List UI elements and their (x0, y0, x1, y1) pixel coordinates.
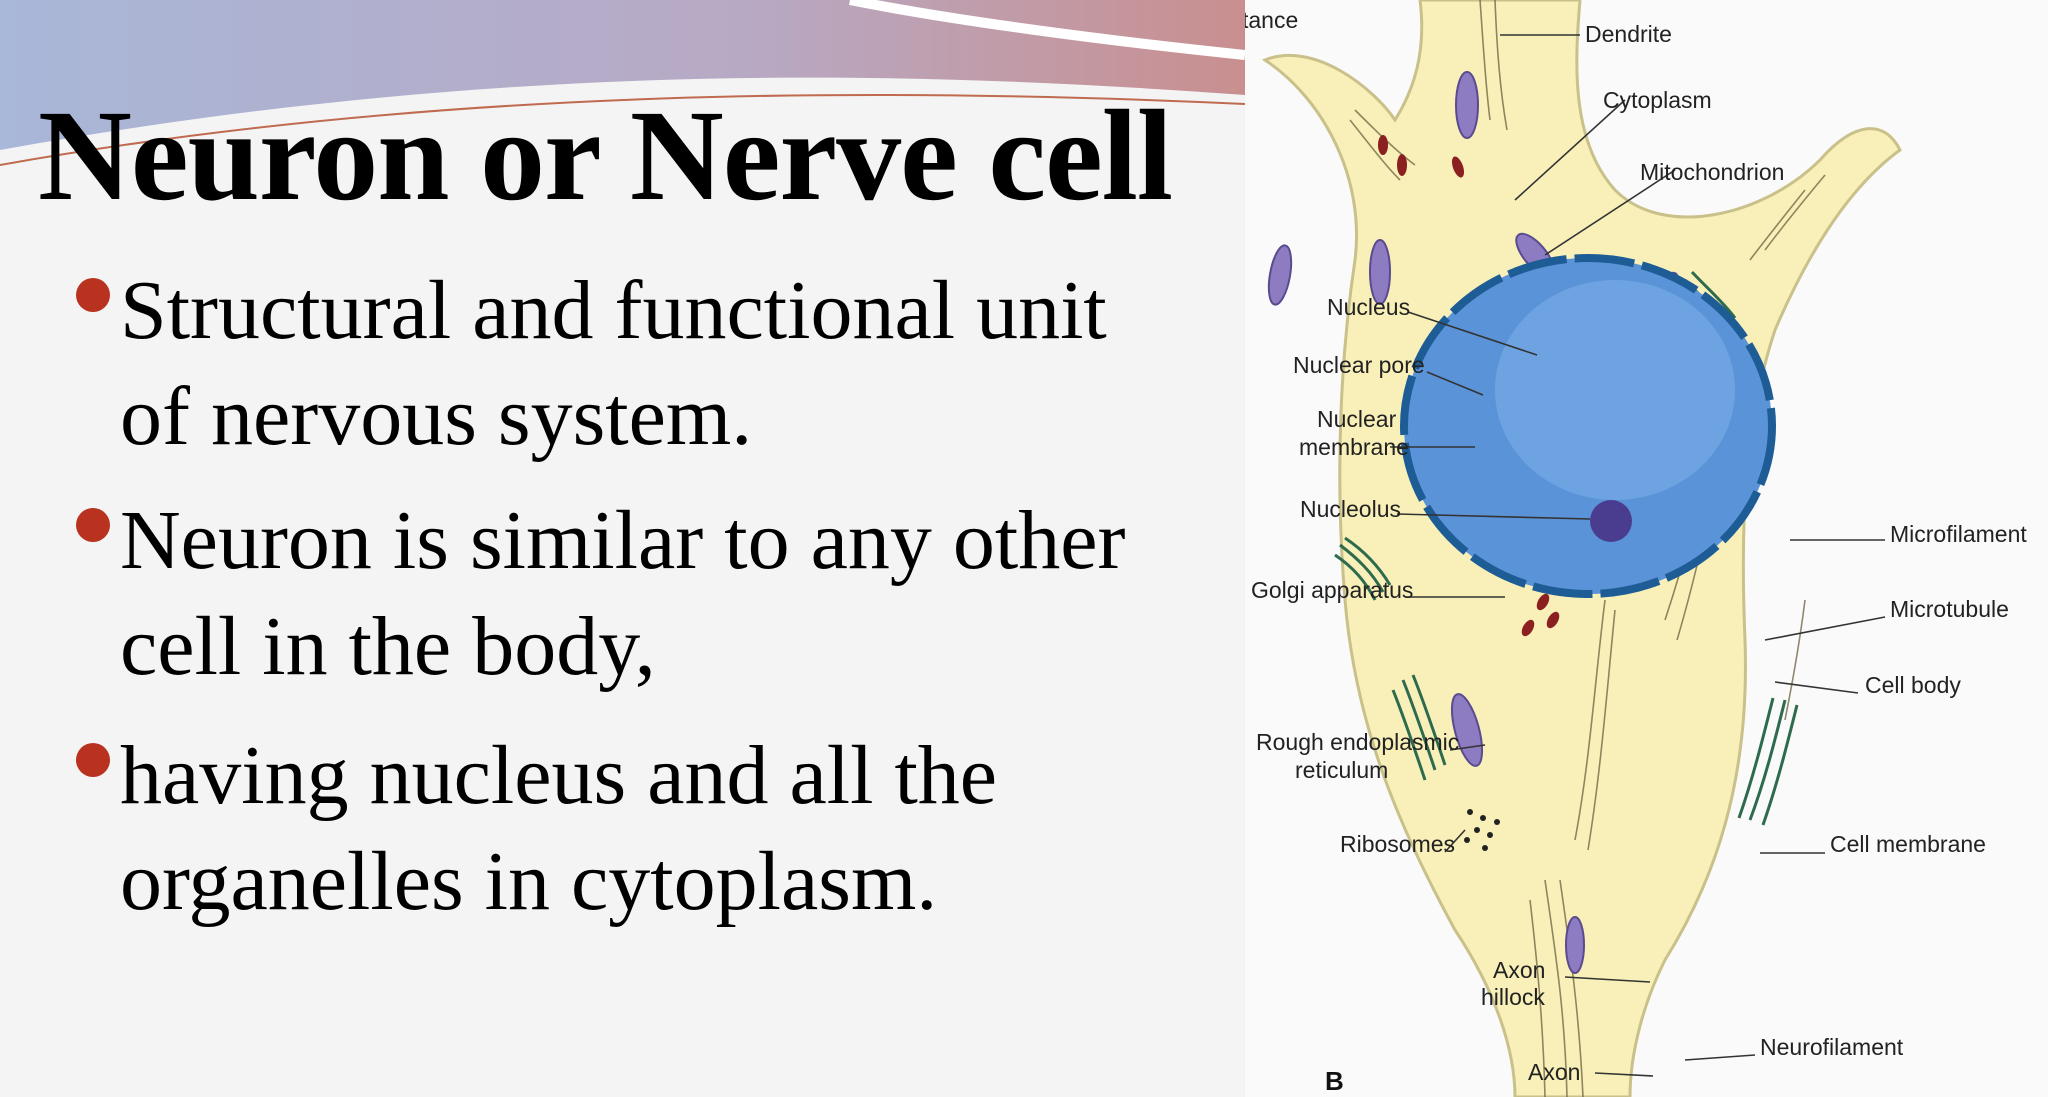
label-rough-er: Rough endoplasmic (1256, 729, 1459, 755)
label-nuclear-membrane: Nuclear (1317, 406, 1397, 432)
label-cell-body: Cell body (1865, 672, 1961, 698)
bullet-dot-icon (76, 508, 110, 542)
bullet-line: organelles in cytoplasm. (120, 835, 938, 928)
slide-title: Neuron or Nerve cell (38, 84, 1173, 228)
bullet-item: having nucleus and all the organelles in… (76, 723, 1240, 935)
bullet-item: Neuron is similar to any other cell in t… (76, 488, 1240, 700)
bullet-line: cell in the body, (120, 600, 656, 693)
nuclear-membrane (1400, 254, 1776, 598)
panel-letter: B (1325, 1066, 1344, 1096)
leader-lines (1390, 34, 1886, 1077)
label-cell-membrane: Cell membrane (1830, 831, 1986, 857)
bullet-line: Structural and functional unit (120, 264, 1107, 357)
bullet-dot-icon (76, 278, 110, 312)
label-nuclear-membrane: membrane (1299, 434, 1409, 460)
ribosomes-dots (1464, 809, 1500, 851)
bullet-line: Neuron is similar to any other (120, 494, 1126, 587)
bullet-line: having nucleus and all the (120, 729, 998, 822)
label-axon-hillock: Axon (1493, 957, 1545, 983)
label-neurofilament: Neurofilament (1760, 1034, 1904, 1060)
label-axon: Axon (1528, 1059, 1580, 1085)
label-nucleolus: Nucleolus (1300, 496, 1401, 522)
cropped-label-tance: tance (1245, 7, 1298, 33)
endoplasmic-reticulum (1334, 270, 1799, 826)
label-nuclear-pore: Nuclear pore (1293, 352, 1425, 378)
label-microtubule: Microtubule (1890, 596, 2009, 622)
label-axon-hillock: hillock (1481, 984, 1545, 1010)
label-microfilament: Microfilament (1890, 521, 2027, 547)
bullet-line: of nervous system. (120, 370, 753, 463)
slide-text-panel: Neuron or Nerve cell Structural and func… (0, 0, 1245, 935)
bullet-item: Structural and functional unit of nervou… (76, 258, 1240, 470)
header-swoosh-decoration (0, 0, 1245, 172)
neuron-diagram: tance Dendrite Cytoplasm Mitochondrion N… (1245, 0, 2027, 1097)
nucleolus (1590, 500, 1632, 542)
label-mitochondrion: Mitochondrion (1640, 159, 1784, 185)
bullet-dot-icon (76, 743, 110, 777)
label-nucleus: Nucleus (1327, 294, 1410, 320)
label-dendrite: Dendrite (1585, 21, 1672, 47)
label-ribosomes: Ribosomes (1340, 831, 1455, 857)
nucleus-highlight (1495, 280, 1735, 500)
label-cytoplasm: Cytoplasm (1603, 87, 1712, 113)
label-golgi-apparatus: Golgi apparatus (1251, 577, 1413, 603)
label-rough-er: reticulum (1295, 757, 1388, 783)
neuron-diagram-panel: tance Dendrite Cytoplasm Mitochondrion N… (1245, 0, 2048, 1097)
